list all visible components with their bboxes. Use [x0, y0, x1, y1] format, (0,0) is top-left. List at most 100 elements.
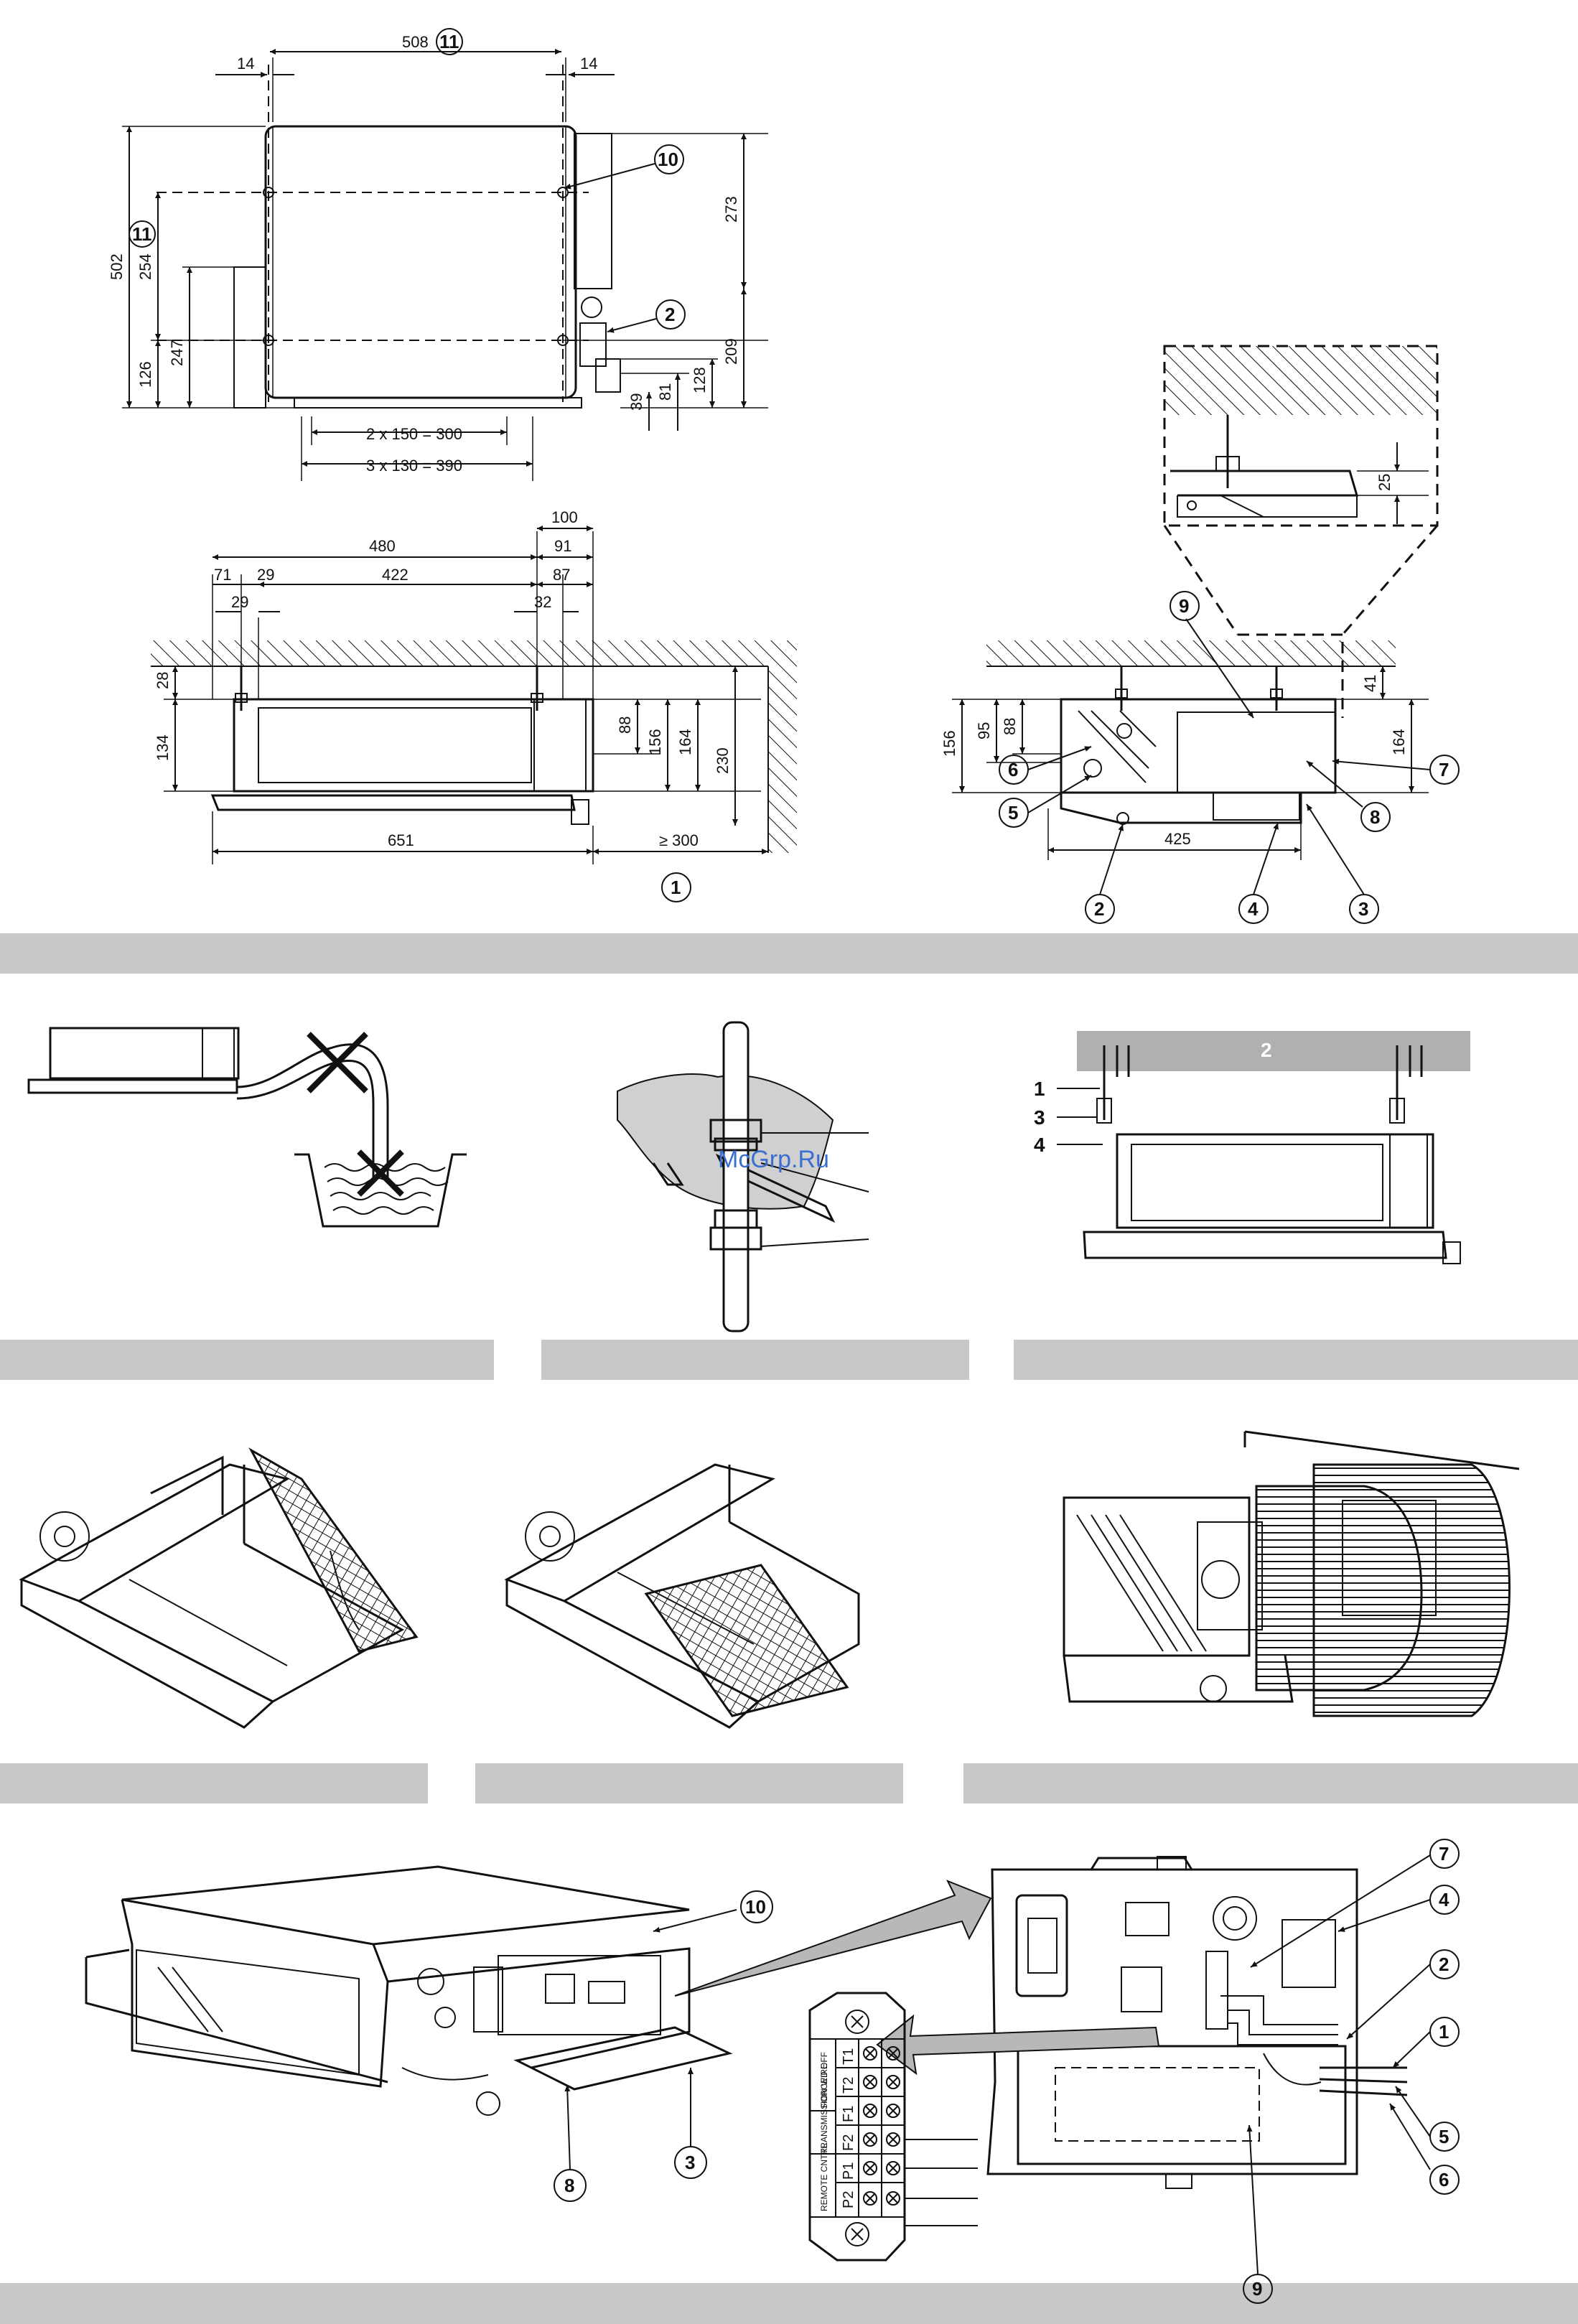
dim-134: 134 — [154, 734, 172, 761]
callout-3-section: 3 — [1358, 898, 1368, 920]
dim-29-b: 29 — [231, 593, 248, 611]
dim-480: 480 — [369, 537, 396, 555]
drawing-suspension-install: 2 1 3 4 — [1034, 1031, 1470, 1264]
callout-4-board: 4 — [1439, 1889, 1449, 1910]
unit-side-outline — [234, 699, 593, 791]
terminal-p2: P2 — [841, 2191, 856, 2208]
dim-164-section: 164 — [1390, 729, 1408, 755]
dim-230: 230 — [714, 747, 732, 774]
dim-41-section: 41 — [1361, 675, 1379, 692]
dim-87: 87 — [553, 566, 570, 584]
dim-422: 422 — [382, 566, 408, 584]
electrical-box-outline — [574, 134, 612, 289]
dim-2x150: 2 x 150 = 300 — [366, 425, 462, 443]
terminal-f2: F2 — [841, 2134, 856, 2151]
dim-14-right: 14 — [580, 55, 597, 73]
terminal-t2: T2 — [841, 2077, 856, 2094]
dim-81: 81 — [656, 383, 674, 401]
terminal-p1: P1 — [841, 2162, 856, 2180]
dim-273: 273 — [722, 196, 740, 223]
callout-9-board: 9 — [1252, 2278, 1262, 2300]
side-flange — [234, 267, 266, 408]
callout-11-top: 11 — [439, 31, 459, 52]
unit-base-rail — [294, 398, 582, 408]
detail-dim-25: 25 — [1376, 474, 1393, 491]
drawing-drain-pipe-warning — [29, 1028, 467, 1226]
dim-100: 100 — [551, 508, 578, 526]
dim-164: 164 — [676, 729, 694, 755]
ceiling-hatch-right — [986, 640, 1396, 666]
dim-156: 156 — [646, 729, 664, 755]
dim-39: 39 — [627, 393, 645, 411]
wall-hatch — [768, 666, 797, 853]
label-4-washer: 4 — [1034, 1134, 1045, 1156]
dim-209: 209 — [722, 338, 740, 365]
dim-508: 508 — [402, 33, 429, 51]
section-band-2c — [1014, 1340, 1578, 1380]
dim-425-section: 425 — [1164, 830, 1191, 848]
drawing-cross-section: 25 156 95 88 41 — [940, 346, 1459, 923]
dim-247: 247 — [168, 340, 186, 366]
callout-2-section: 2 — [1094, 898, 1104, 920]
ceiling-label-2: 2 — [1261, 1039, 1272, 1061]
terminal-f1: F1 — [841, 2106, 856, 2122]
callout-6-section: 6 — [1008, 759, 1018, 780]
dim-128: 128 — [691, 367, 709, 393]
callout-3-box: 3 — [685, 2152, 695, 2173]
callout-11-left: 11 — [132, 223, 152, 245]
dim-651: 651 — [388, 831, 414, 849]
section-band-1 — [0, 933, 1578, 974]
dim-71: 71 — [214, 566, 231, 584]
dim-502: 502 — [108, 253, 126, 280]
label-remote-cntrl: REMOTE CNTRL — [819, 2143, 829, 2211]
section-band-3b — [475, 1763, 903, 1803]
callout-4-section: 4 — [1248, 898, 1259, 920]
callout-2-top: 2 — [665, 304, 675, 325]
dim-88-section: 88 — [1001, 718, 1019, 735]
dim-156-section: 156 — [940, 730, 958, 757]
ceiling-hatch-left — [151, 640, 797, 666]
callout-1-side: 1 — [671, 877, 681, 898]
dim-28: 28 — [154, 672, 172, 689]
label-transmission-wire: TRANSMISSION WIRE — [819, 2063, 829, 2154]
drawing-panel-open-1 — [22, 1450, 416, 1727]
drawing-panel-open-2 — [507, 1465, 859, 1727]
callout-5-section: 5 — [1008, 802, 1018, 823]
unit-section-outline — [1061, 699, 1335, 793]
callout-6-board: 6 — [1439, 2169, 1449, 2190]
dim-32: 32 — [534, 593, 551, 611]
dim-95-section: 95 — [975, 722, 993, 739]
callout-8-box: 8 — [564, 2175, 574, 2196]
drawing-side-view-ceiling: 100 480 91 71 29 422 87 29 32 28 134 88 … — [151, 508, 797, 902]
detail-ceiling-hatch — [1164, 346, 1437, 415]
label-3-nut: 3 — [1034, 1106, 1045, 1129]
dim-14-left: 14 — [237, 55, 254, 73]
x-mark-lower — [359, 1152, 402, 1195]
callout-2-board: 2 — [1439, 1954, 1449, 1975]
section-band-2a — [0, 1340, 494, 1380]
section-band-2b — [541, 1340, 969, 1380]
dim-88: 88 — [616, 717, 634, 734]
section-band-3c — [963, 1763, 1578, 1803]
dim-29-a: 29 — [257, 566, 274, 584]
watermark: McGrp.Ru — [718, 1146, 829, 1173]
label-1-rod: 1 — [1034, 1078, 1045, 1100]
callout-9-section: 9 — [1179, 595, 1189, 617]
callout-8-section: 8 — [1370, 806, 1380, 828]
dim-126: 126 — [136, 361, 154, 388]
dim-3x130: 3 x 130 = 390 — [366, 457, 462, 475]
terminal-t1: T1 — [841, 2048, 856, 2065]
dim-91: 91 — [554, 537, 571, 555]
dim-ge-300: ≥ 300 — [659, 831, 699, 849]
dim-254: 254 — [136, 253, 154, 280]
drawing-hanger-rod-detail: McGrp.Ru — [617, 1022, 869, 1331]
section-band-3a — [0, 1763, 428, 1803]
drawing-unit-top-view: 508 11 14 14 502 254 11 247 126 273 209 — [108, 29, 768, 481]
callout-1-board: 1 — [1439, 2021, 1449, 2043]
callout-7-section: 7 — [1439, 759, 1449, 780]
callout-5-board: 5 — [1439, 2126, 1449, 2147]
drawing-filter-slide — [1064, 1432, 1519, 1716]
unit-body-outline — [266, 126, 576, 398]
callout-10-box: 10 — [745, 1896, 766, 1918]
